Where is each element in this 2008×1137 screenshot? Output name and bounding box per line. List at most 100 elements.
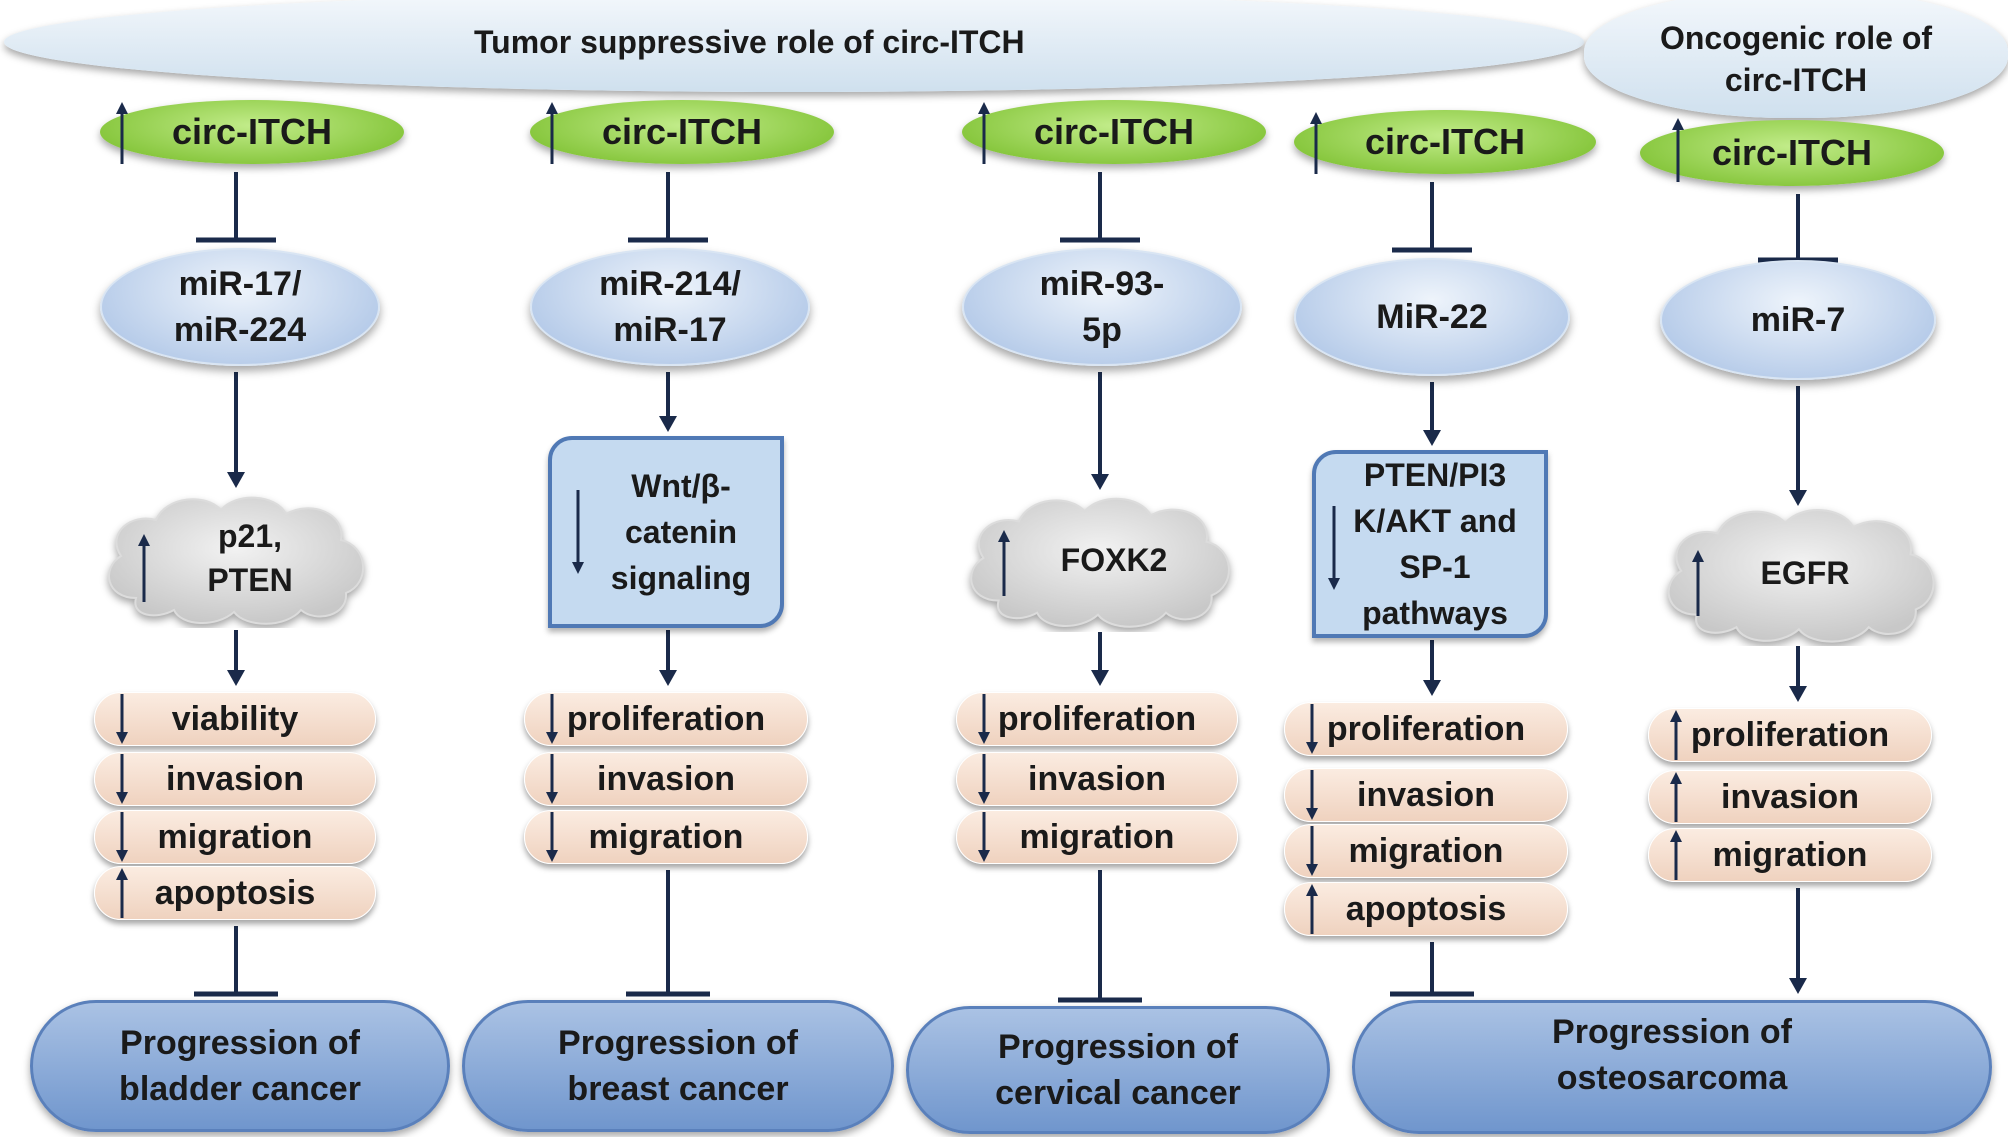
down-arrow-icon — [978, 812, 990, 862]
circ-itch-node: circ-ITCH — [1294, 110, 1596, 174]
oncogenic-banner: Oncogenic role of circ-ITCH — [1584, 0, 2008, 118]
effect-pill: invasion — [524, 752, 808, 806]
effect-pill: invasion — [94, 752, 376, 806]
effect-pill: migration — [1284, 824, 1568, 878]
effect-pill: proliferation — [1284, 702, 1568, 756]
arrow-head — [659, 670, 677, 686]
effect-label: migration — [1019, 817, 1175, 856]
target-label: PTEN/PI3 K/AKT and SP-1 pathways — [1353, 457, 1517, 631]
down-arrow-icon — [546, 694, 558, 744]
pathway-box: Wnt/β- catenin signaling — [548, 436, 784, 628]
effect-label: migration — [588, 817, 744, 856]
effect-label: proliferation — [1326, 709, 1526, 748]
effect-label: proliferation — [1690, 715, 1890, 754]
circ-itch-node: circ-ITCH — [962, 100, 1266, 164]
arrow-head — [227, 472, 245, 488]
circ-itch-node: circ-ITCH — [530, 100, 834, 164]
arrow-head — [1091, 474, 1109, 490]
effect-pill: migration — [956, 810, 1238, 864]
mirna-node: miR-7 — [1660, 260, 1936, 380]
down-arrow-icon — [116, 754, 128, 804]
mirna-node: miR-214/ miR-17 — [530, 248, 810, 366]
effect-label: proliferation — [997, 699, 1197, 738]
outcome-label: Progression of cervical cancer — [995, 1028, 1241, 1112]
suppressive-banner-title: Tumor suppressive role of circ-ITCH — [474, 24, 1025, 60]
effect-pill: proliferation — [956, 692, 1238, 746]
circ-itch-label: circ-ITCH — [1033, 111, 1195, 152]
up-arrow-icon — [1306, 884, 1318, 934]
down-arrow-icon — [978, 754, 990, 804]
mirna-node: MiR-22 — [1294, 258, 1570, 376]
mirna-node: miR-93- 5p — [962, 248, 1242, 366]
outcome-label: Progression of bladder cancer — [119, 1024, 361, 1108]
arrow-head — [659, 416, 677, 432]
effect-pill: proliferation — [1648, 708, 1932, 762]
up-arrow-icon — [1692, 550, 1704, 616]
effect-label: proliferation — [566, 699, 766, 738]
up-arrow-icon — [1670, 772, 1682, 822]
mirna-label: MiR-22 — [1376, 298, 1488, 336]
down-arrow-icon — [1328, 506, 1340, 590]
outcome-node: Progression of osteosarcoma — [1352, 1000, 1992, 1134]
down-arrow-icon — [1306, 770, 1318, 820]
effect-label: invasion — [1357, 775, 1495, 814]
target-label: FOXK2 — [1060, 542, 1168, 578]
effect-label: migration — [1712, 835, 1868, 874]
pathway-box: PTEN/PI3 K/AKT and SP-1 pathways — [1312, 450, 1548, 638]
arrow-head — [1789, 490, 1807, 506]
effect-pill: proliferation — [524, 692, 808, 746]
effect-pill: migration — [94, 810, 376, 864]
effect-label: invasion — [166, 759, 304, 798]
up-arrow-icon — [1310, 112, 1322, 174]
down-arrow-icon — [116, 812, 128, 862]
outcome-node: Progression of cervical cancer — [906, 1006, 1330, 1134]
effect-pill: invasion — [956, 752, 1238, 806]
effect-label: migration — [1348, 831, 1504, 870]
outcome-label: Progression of breast cancer — [558, 1024, 798, 1108]
circ-itch-label: circ-ITCH — [171, 111, 333, 152]
down-arrow-icon — [978, 694, 990, 744]
target-label: p21, PTEN — [207, 518, 293, 598]
cloud-shape — [108, 496, 364, 625]
up-arrow-icon — [1670, 830, 1682, 880]
effect-label: apoptosis — [154, 873, 316, 912]
effect-label: invasion — [597, 759, 735, 798]
target-label: EGFR — [1760, 555, 1850, 591]
effect-label: invasion — [1721, 777, 1859, 816]
up-arrow-icon — [138, 534, 150, 602]
effect-pill: migration — [1648, 828, 1932, 882]
circ-itch-node: circ-ITCH — [1640, 120, 1944, 186]
effect-label: apoptosis — [1345, 889, 1507, 928]
effect-label: invasion — [1028, 759, 1166, 798]
arrow-head — [1423, 430, 1441, 446]
effect-pill: migration — [524, 810, 808, 864]
down-arrow-icon — [116, 694, 128, 744]
suppressive-banner: Tumor suppressive role of circ-ITCH — [4, 0, 1584, 92]
arrow-head — [1789, 686, 1807, 702]
arrow-head — [1789, 978, 1807, 994]
down-arrow-icon — [572, 490, 584, 574]
effect-pill: apoptosis — [94, 866, 376, 920]
mirna-label: miR-17/ miR-224 — [173, 265, 307, 349]
outcome-node: Progression of bladder cancer — [30, 1000, 450, 1132]
down-arrow-icon — [1306, 704, 1318, 754]
circ-itch-node: circ-ITCH — [100, 100, 404, 164]
target-cloud: EGFR — [1654, 500, 1946, 646]
mirna-label: miR-93- 5p — [1039, 265, 1165, 349]
circ-itch-label: circ-ITCH — [1364, 121, 1526, 162]
circ-itch-label: circ-ITCH — [1711, 132, 1873, 173]
cloud-shape — [970, 497, 1230, 628]
target-cloud: p21, PTEN — [96, 488, 374, 628]
oncogenic-banner-title: Oncogenic role of circ-ITCH — [1659, 20, 1933, 98]
target-label: Wnt/β- catenin signaling — [610, 468, 752, 596]
down-arrow-icon — [546, 812, 558, 862]
arrow-head — [1423, 680, 1441, 696]
mirna-label: miR-214/ miR-17 — [599, 265, 741, 349]
up-arrow-icon — [978, 102, 990, 164]
down-arrow-icon — [1306, 826, 1318, 876]
effect-pill: apoptosis — [1284, 882, 1568, 936]
arrow-head — [1091, 670, 1109, 686]
outcome-node: Progression of breast cancer — [462, 1000, 894, 1132]
